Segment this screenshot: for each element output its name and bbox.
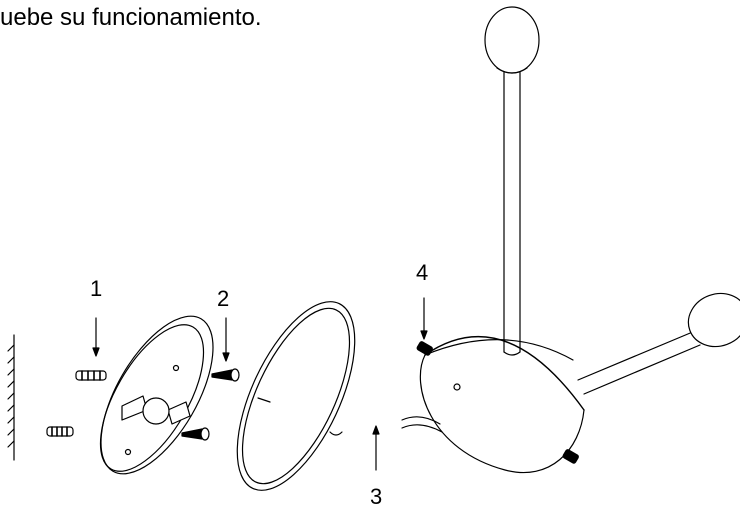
grub-screw-upper — [416, 341, 433, 356]
wall-plug-upper — [75, 370, 107, 381]
screw-upper — [211, 368, 240, 382]
grub-screw-lower — [562, 449, 579, 464]
callout-4-label: 4 — [416, 260, 429, 285]
gasket-ring — [236, 301, 356, 491]
lamp-fixture — [401, 6, 740, 474]
callout-2-label: 2 — [217, 286, 230, 311]
wall-hatching — [7, 334, 15, 461]
mounting-plate — [99, 315, 214, 475]
callout-arrows — [92, 297, 428, 471]
callout-3-label: 3 — [370, 484, 383, 509]
instruction-text: uebe su funcionamiento. — [0, 4, 262, 31]
wall-plug-lower — [46, 426, 74, 437]
callout-1-label: 1 — [90, 276, 103, 301]
screw-lower — [181, 427, 210, 441]
